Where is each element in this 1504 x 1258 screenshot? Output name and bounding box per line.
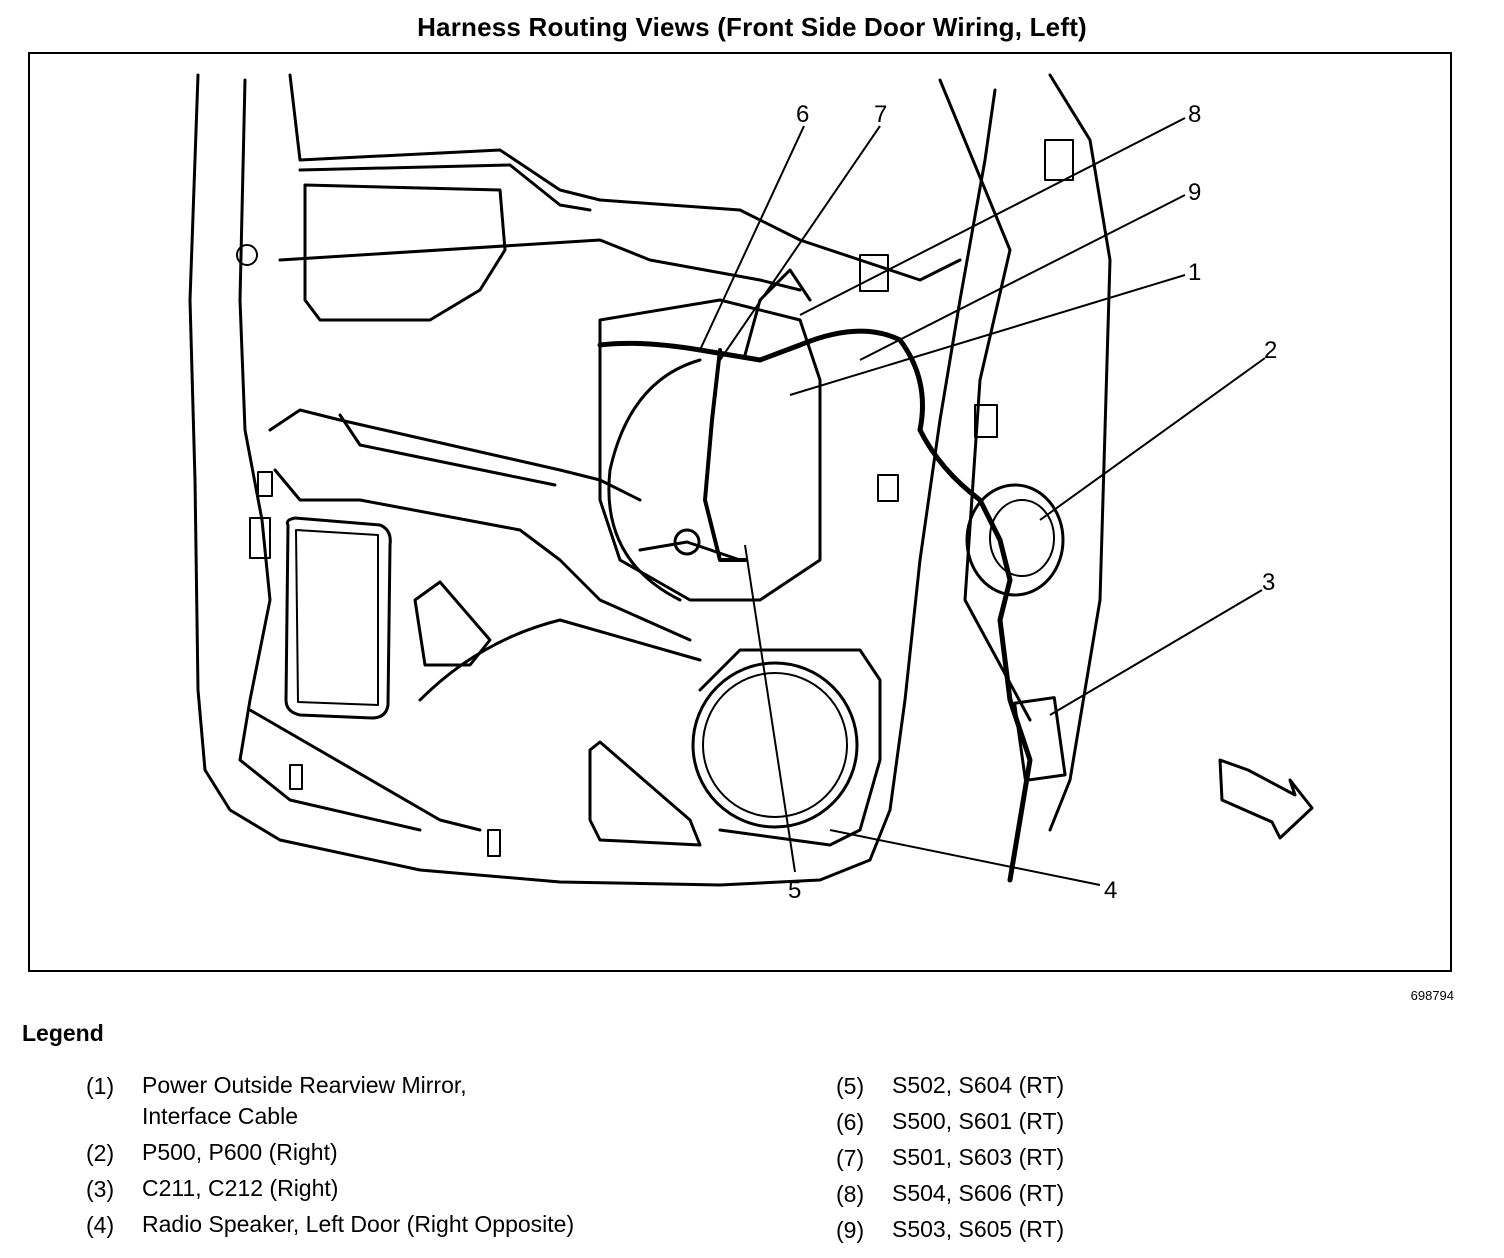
legend-number: (6) (836, 1109, 865, 1135)
legend-number: (1) (86, 1073, 115, 1099)
legend-text: Radio Speaker, Left Door (Right Opposite… (142, 1211, 575, 1237)
door-wiring-illustration: 6 7 8 9 1 2 3 4 5 (188, 73, 1314, 904)
c211-connector (1013, 696, 1067, 782)
legend-text: S501, S603 (RT) (892, 1144, 1065, 1170)
legend-text: S503, S605 (RT) (892, 1216, 1065, 1242)
triangle-cutout-lower (588, 740, 702, 847)
legend-text: S500, S601 (RT) (892, 1108, 1065, 1134)
legend-item: (8) S504, S606 (RT) (836, 1176, 1064, 1212)
legend-item: (1) Power Outside Rearview Mirror, Inter… (86, 1068, 574, 1135)
diagram-title: Harness Routing Views (Front Side Door W… (417, 12, 1087, 42)
door-inner-edge (238, 78, 422, 832)
radio-speaker (691, 661, 859, 829)
legend-text: S504, S606 (RT) (892, 1180, 1065, 1206)
figure-id: 698794 (1410, 988, 1454, 1003)
callout-2: 2 (1264, 337, 1277, 364)
p500-grommet (965, 483, 1065, 597)
legend-number: (4) (86, 1212, 115, 1238)
front-direction-arrow (1218, 758, 1314, 840)
legend-item: (6) S500, S601 (RT) (836, 1104, 1064, 1140)
callout-8: 8 (1188, 101, 1201, 128)
callout-6: 6 (796, 101, 809, 128)
legend-heading: Legend (22, 1020, 104, 1046)
legend-number: (8) (836, 1181, 865, 1207)
legend-item: (4) Radio Speaker, Left Door (Right Oppo… (86, 1207, 574, 1243)
callout-4: 4 (1104, 877, 1117, 904)
window-regulator (598, 298, 822, 602)
legend-item: (7) S501, S603 (RT) (836, 1140, 1064, 1176)
diagram-frame (28, 52, 1452, 972)
legend-item: (2) P500, P600 (Right) (86, 1135, 574, 1171)
legend-item: (5) S502, S604 (RT) (836, 1068, 1064, 1104)
callout-7: 7 (874, 101, 887, 128)
legend-number: (9) (836, 1217, 865, 1243)
legend-item: (9) S503, S605 (RT) (836, 1212, 1064, 1248)
legend-text: P500, P600 (Right) (142, 1139, 338, 1165)
legend-text: C211, C212 (Right) (142, 1175, 339, 1201)
legend-number: (2) (86, 1140, 115, 1166)
legend-number: (5) (836, 1073, 865, 1099)
body-pillar (1048, 73, 1112, 832)
armrest-strip (268, 408, 642, 502)
legend-text: Power Outside Rearview Mirror, Interface… (142, 1072, 467, 1129)
upper-trim-panel (303, 183, 507, 322)
door-outer-shell (188, 73, 997, 887)
callout-5: 5 (788, 877, 801, 904)
legend-column-left: (1) Power Outside Rearview Mirror, Inter… (86, 1068, 574, 1243)
legend-number: (7) (836, 1145, 865, 1171)
legend-column-right: (5) S502, S604 (RT) (6) S500, S601 (RT) … (836, 1068, 1064, 1248)
callout-3: 3 (1262, 569, 1275, 596)
callout-1: 1 (1188, 259, 1201, 286)
legend-number: (3) (86, 1176, 115, 1202)
legend-text: S502, S604 (RT) (892, 1072, 1065, 1098)
lower-pocket-left (284, 516, 392, 720)
callout-9: 9 (1188, 179, 1201, 206)
legend-item: (3) C211, C212 (Right) (86, 1171, 574, 1207)
